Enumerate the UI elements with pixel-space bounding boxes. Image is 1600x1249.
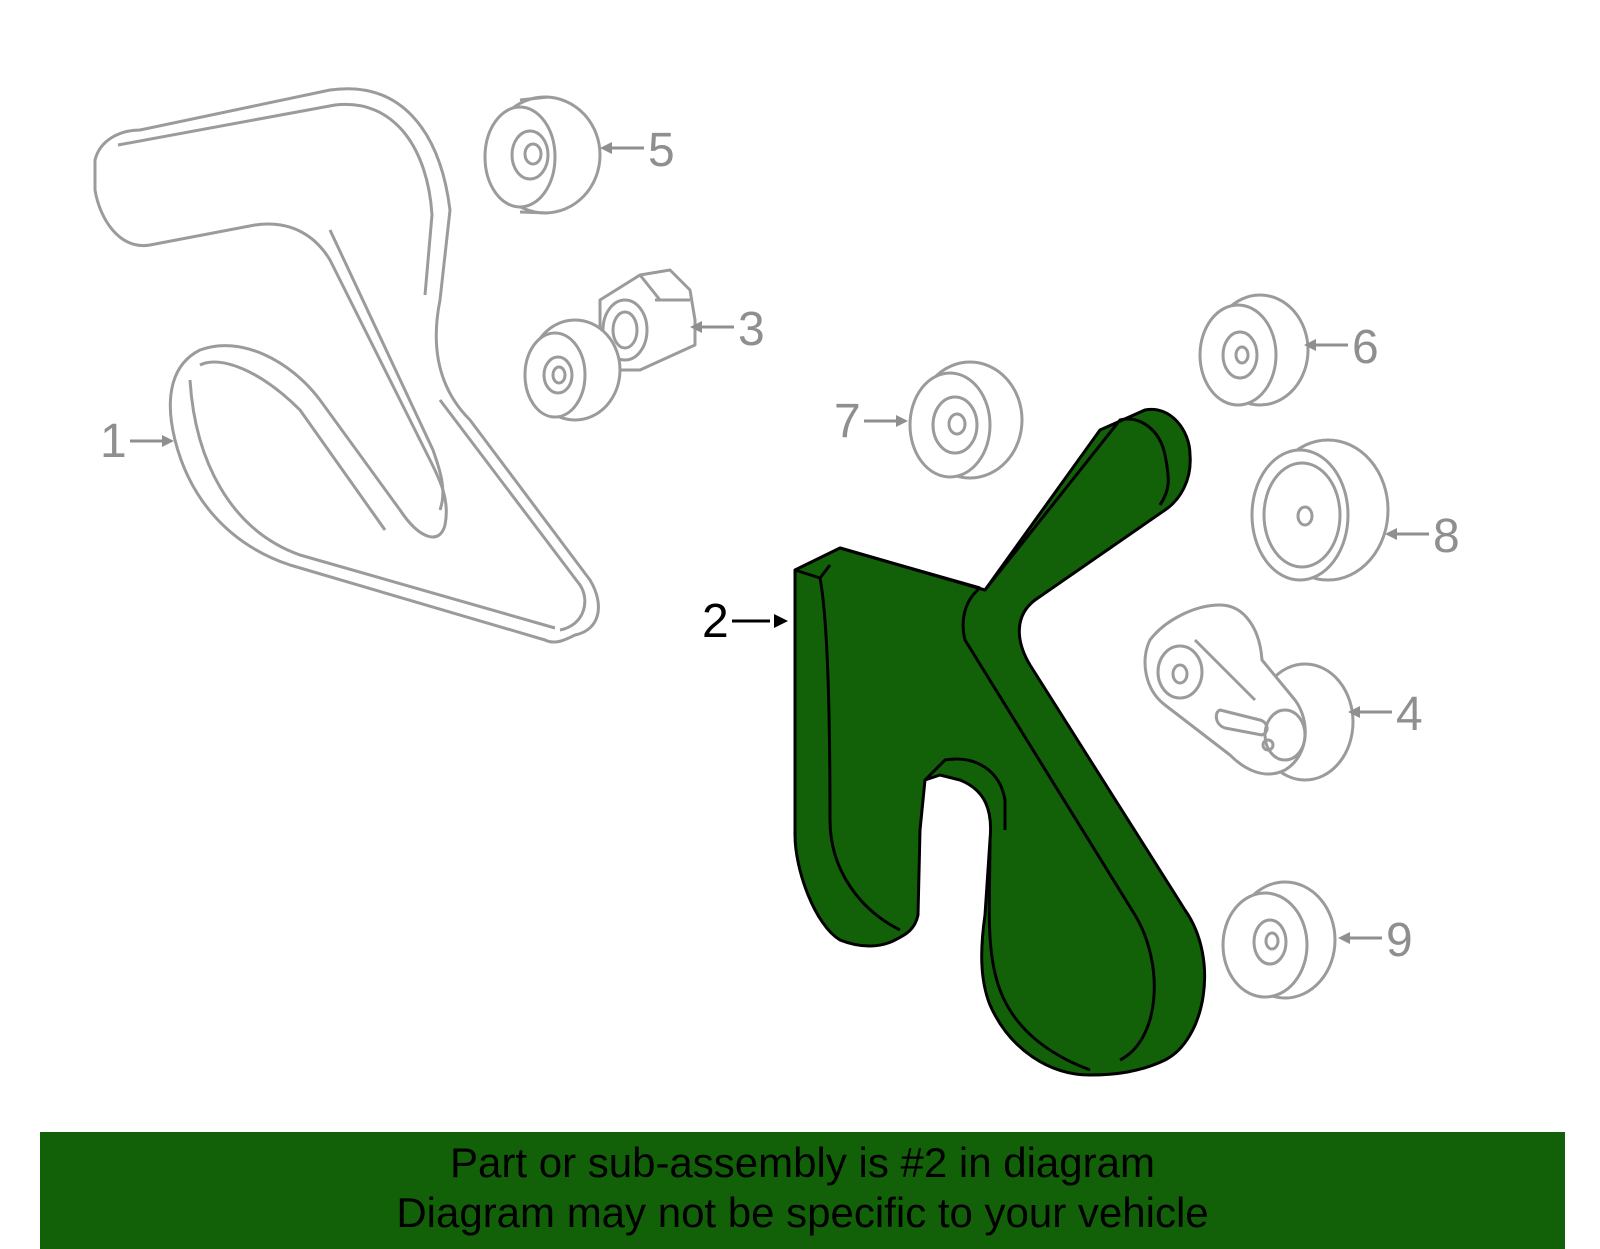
callout-1: 1: [100, 415, 174, 468]
part-1-serpentine-belt[interactable]: [93, 87, 600, 644]
callout-4: 4: [1348, 688, 1423, 741]
callout-7: 7: [834, 395, 908, 448]
callout-9-label: 9: [1386, 914, 1413, 967]
callout-8-label: 8: [1433, 510, 1460, 563]
part-8-idler-pulley[interactable]: [1250, 438, 1390, 582]
callout-3-label: 3: [738, 303, 765, 356]
callout-5: 5: [600, 124, 675, 177]
part-3-tensioner-pulley[interactable]: [523, 268, 697, 422]
part-2-belt-highlighted[interactable]: [793, 407, 1207, 1077]
callout-1-label: 1: [100, 415, 127, 468]
part-5-idler-pulley[interactable]: [483, 95, 602, 215]
part-9-idler-pulley[interactable]: [1221, 880, 1337, 1000]
callout-3: 3: [690, 303, 765, 356]
info-banner-background: [40, 1132, 1565, 1249]
callout-4-label: 4: [1396, 688, 1423, 741]
callout-2: 2: [702, 595, 788, 648]
info-banner: Part or sub-assembly is #2 in diagram Di…: [40, 1132, 1565, 1249]
callout-7-label: 7: [834, 395, 861, 448]
callout-5-label: 5: [648, 124, 675, 177]
callout-9: 9: [1338, 914, 1413, 967]
callout-8: 8: [1385, 510, 1460, 563]
callout-2-label: 2: [702, 595, 729, 648]
callout-6: 6: [1304, 321, 1379, 374]
banner-line-disclaimer: Diagram may not be specific to your vehi…: [396, 1189, 1209, 1236]
part-7-idler-pulley[interactable]: [908, 360, 1024, 480]
banner-line-part-number: Part or sub-assembly is #2 in diagram: [450, 1139, 1155, 1186]
part-4-tensioner-assembly[interactable]: [1143, 603, 1355, 782]
part-6-idler-pulley[interactable]: [1198, 293, 1310, 407]
callout-6-label: 6: [1352, 321, 1379, 374]
